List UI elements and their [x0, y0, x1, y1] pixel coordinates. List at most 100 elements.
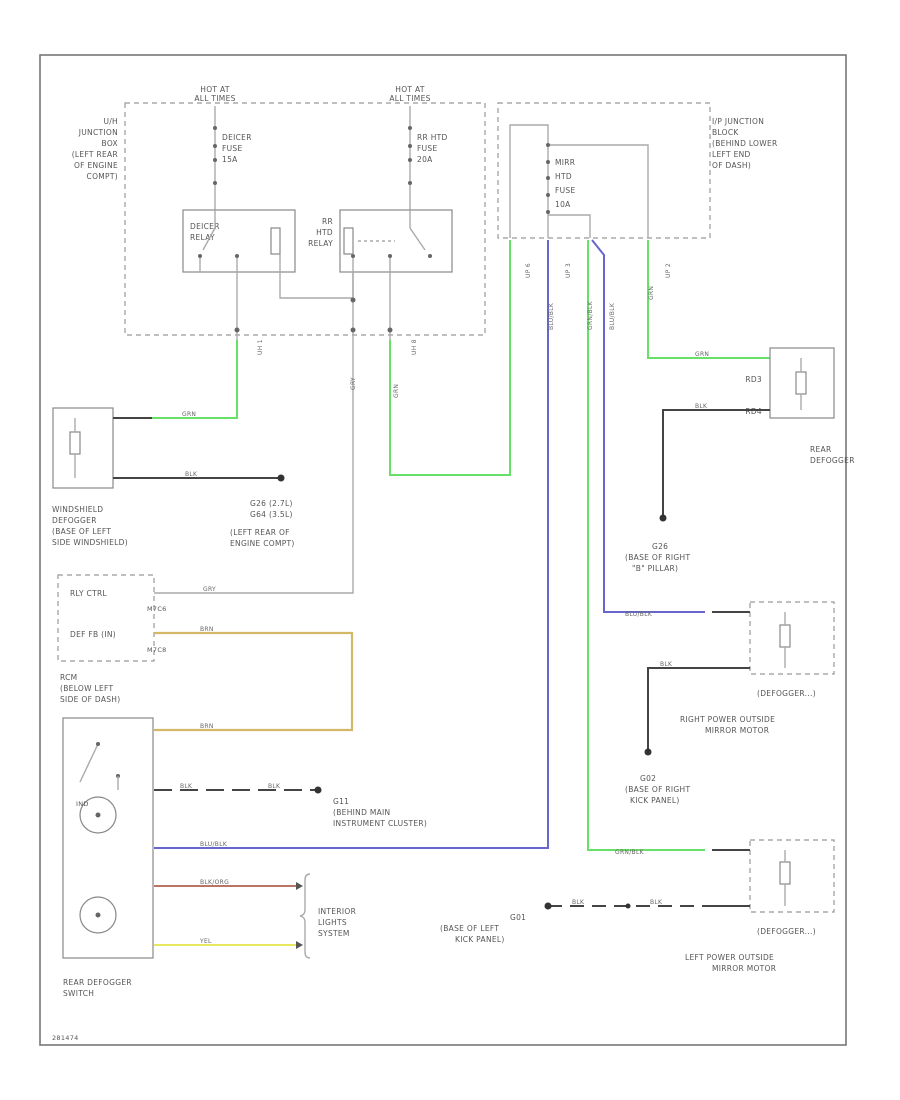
svg-text:G26: G26 [652, 542, 668, 551]
svg-text:JUNCTION: JUNCTION [78, 128, 118, 137]
svg-text:KICK PANEL): KICK PANEL) [630, 796, 680, 805]
connector-up3: UP 3 [565, 263, 572, 278]
uh-junction-box-outline [124, 102, 486, 336]
rear-defogger: RD3 RD4 REAR DEFOGGER [745, 347, 854, 465]
svg-text:SIDE WINDSHIELD): SIDE WINDSHIELD) [52, 538, 128, 547]
wire-label-grn-3: GRN [648, 286, 655, 300]
connector-up2: UP 2 [665, 263, 672, 278]
svg-text:RD4: RD4 [745, 407, 762, 416]
wire-grn-rr-htd [389, 240, 511, 476]
wire-blk-right-mirror-ground [647, 667, 712, 752]
ip-junction-internals: MIRR HTD FUSE 10A [509, 124, 649, 238]
rear-defogger-switch: IND REAR DEFOGGER SWITCH [62, 717, 154, 998]
svg-text:(LEFT REAR OF: (LEFT REAR OF [230, 528, 290, 537]
svg-text:HTD: HTD [316, 228, 333, 237]
interior-lights-label: INTERIOR LIGHTS SYSTEM [318, 907, 356, 938]
wire-label-grn-blk-1: GRN/BLK [587, 300, 594, 330]
svg-text:RELAY: RELAY [308, 239, 333, 248]
svg-text:(DEFOGGER...): (DEFOGGER...) [757, 927, 816, 936]
svg-text:DEICER: DEICER [222, 133, 252, 142]
deicer-fuse: DEICER FUSE 15A [213, 106, 252, 210]
wire-grn-blk-left-mirror [587, 240, 705, 851]
ip-junction-block-outline [497, 102, 711, 239]
wire-label-blu-blk-3: BLU/BLK [609, 302, 616, 330]
svg-text:OF DASH): OF DASH) [712, 161, 751, 170]
windshield-defogger: WINDSHIELD DEFOGGER (BASE OF LEFT SIDE W… [52, 407, 152, 547]
svg-text:HTD: HTD [555, 172, 572, 181]
svg-text:OF ENGINE: OF ENGINE [74, 161, 118, 170]
ip-junction-block-label: I/P JUNCTION BLOCK (BEHIND LOWER LEFT EN… [712, 117, 777, 170]
svg-text:LIGHTS: LIGHTS [318, 918, 347, 927]
svg-text:(BASE OF LEFT: (BASE OF LEFT [440, 924, 499, 933]
svg-text:G01: G01 [510, 913, 526, 922]
wire-label-grn-blk-2: GRN/BLK [615, 849, 645, 856]
wire-label-blk-7: BLK [268, 783, 281, 790]
g11-label: G11 (BEHIND MAIN INSTRUMENT CLUSTER) [333, 797, 427, 828]
svg-text:LEFT POWER OUTSIDE: LEFT POWER OUTSIDE [685, 953, 774, 962]
svg-text:REAR DEFOGGER: REAR DEFOGGER [63, 978, 132, 987]
svg-text:COMPT): COMPT) [87, 172, 118, 181]
svg-text:(LEFT REAR: (LEFT REAR [72, 150, 118, 159]
svg-text:15A: 15A [222, 155, 238, 164]
svg-text:SYSTEM: SYSTEM [318, 929, 350, 938]
svg-text:MIRR: MIRR [555, 158, 575, 167]
svg-text:BLOCK: BLOCK [712, 128, 739, 137]
svg-text:G02: G02 [640, 774, 656, 783]
svg-text:FUSE: FUSE [555, 186, 576, 195]
power-label-left-2: ALL TIMES [194, 94, 235, 103]
ground-symbol-left [277, 474, 285, 482]
uh-junction-box-label: U/H JUNCTION BOX (LEFT REAR OF ENGINE CO… [72, 117, 118, 181]
svg-text:RIGHT POWER OUTSIDE: RIGHT POWER OUTSIDE [680, 715, 775, 724]
wire-label-blu-blk-4: BLU/BLK [625, 611, 653, 618]
wire-label-blk-org: BLK/ORG [200, 879, 229, 886]
svg-text:KICK PANEL): KICK PANEL) [455, 935, 505, 944]
svg-text:REAR: REAR [810, 445, 832, 454]
power-label-right-1: HOT AT [395, 85, 425, 94]
wire-label-blk-2: BLK [695, 403, 708, 410]
svg-text:RD3: RD3 [745, 375, 762, 384]
wire-label-blk-4: BLK [572, 899, 585, 906]
wire-label-grn-2: GRN [393, 384, 400, 398]
svg-text:RLY CTRL: RLY CTRL [70, 589, 107, 598]
svg-text:RR HTD: RR HTD [417, 133, 448, 142]
wire-blu-blk-right-mirror [591, 239, 705, 613]
power-label-left-1: HOT AT [200, 85, 230, 94]
wire-label-brn-1: BRN [200, 626, 214, 633]
svg-text:I/P JUNCTION: I/P JUNCTION [712, 117, 764, 126]
svg-text:INSTRUMENT CLUSTER): INSTRUMENT CLUSTER) [333, 819, 427, 828]
connector-uh8: UH 8 [411, 339, 418, 355]
svg-text:U/H: U/H [103, 117, 118, 126]
svg-text:M7C8: M7C8 [147, 646, 167, 654]
ground-symbol-rear-defogger [659, 514, 667, 522]
svg-text:(BEHIND MAIN: (BEHIND MAIN [333, 808, 390, 817]
right-mirror-motor: (DEFOGGER...) RIGHT POWER OUTSIDE MIRROR… [680, 601, 835, 735]
svg-text:RELAY: RELAY [190, 233, 215, 242]
g02-label: G02 (BASE OF RIGHT KICK PANEL) [625, 774, 690, 805]
wire-brn-def-fb [154, 631, 354, 732]
svg-text:G11: G11 [333, 797, 349, 806]
ground-g-left-label: G26 (2.7L) G64 (3.5L) (LEFT REAR OF ENGI… [230, 499, 294, 548]
svg-text:DEF FB (IN): DEF FB (IN) [70, 630, 116, 639]
svg-text:DEICER: DEICER [190, 222, 220, 231]
svg-text:MIRROR MOTOR: MIRROR MOTOR [712, 964, 776, 973]
wire-label-gry-2: GRY [350, 377, 357, 390]
wire-label-blk-3: BLK [660, 661, 673, 668]
wire-label-blu-blk-1: BLU/BLK [548, 302, 555, 330]
svg-text:(DEFOGGER...): (DEFOGGER...) [757, 689, 816, 698]
rcm-module: RLY CTRL DEF FB (IN) M7C6 M7C8 RCM (BELO… [57, 574, 167, 704]
svg-text:G64 (3.5L): G64 (3.5L) [250, 510, 293, 519]
svg-text:BOX: BOX [102, 139, 118, 148]
wire-label-grn-4: GRN [695, 351, 709, 358]
svg-text:10A: 10A [555, 200, 571, 209]
wire-gry-rly-ctrl [154, 340, 354, 594]
svg-text:FUSE: FUSE [417, 144, 438, 153]
svg-text:(BELOW LEFT: (BELOW LEFT [60, 684, 114, 693]
interior-lights-bracket [299, 873, 311, 959]
wire-grn-rear-defogger [647, 240, 770, 359]
rr-htd-relay: RR HTD RELAY [308, 209, 453, 273]
power-label-right-2: ALL TIMES [389, 94, 430, 103]
svg-text:M7C6: M7C6 [147, 605, 167, 613]
connector-up6: UP 6 [525, 263, 532, 278]
wire-grn-windshield [152, 340, 238, 419]
